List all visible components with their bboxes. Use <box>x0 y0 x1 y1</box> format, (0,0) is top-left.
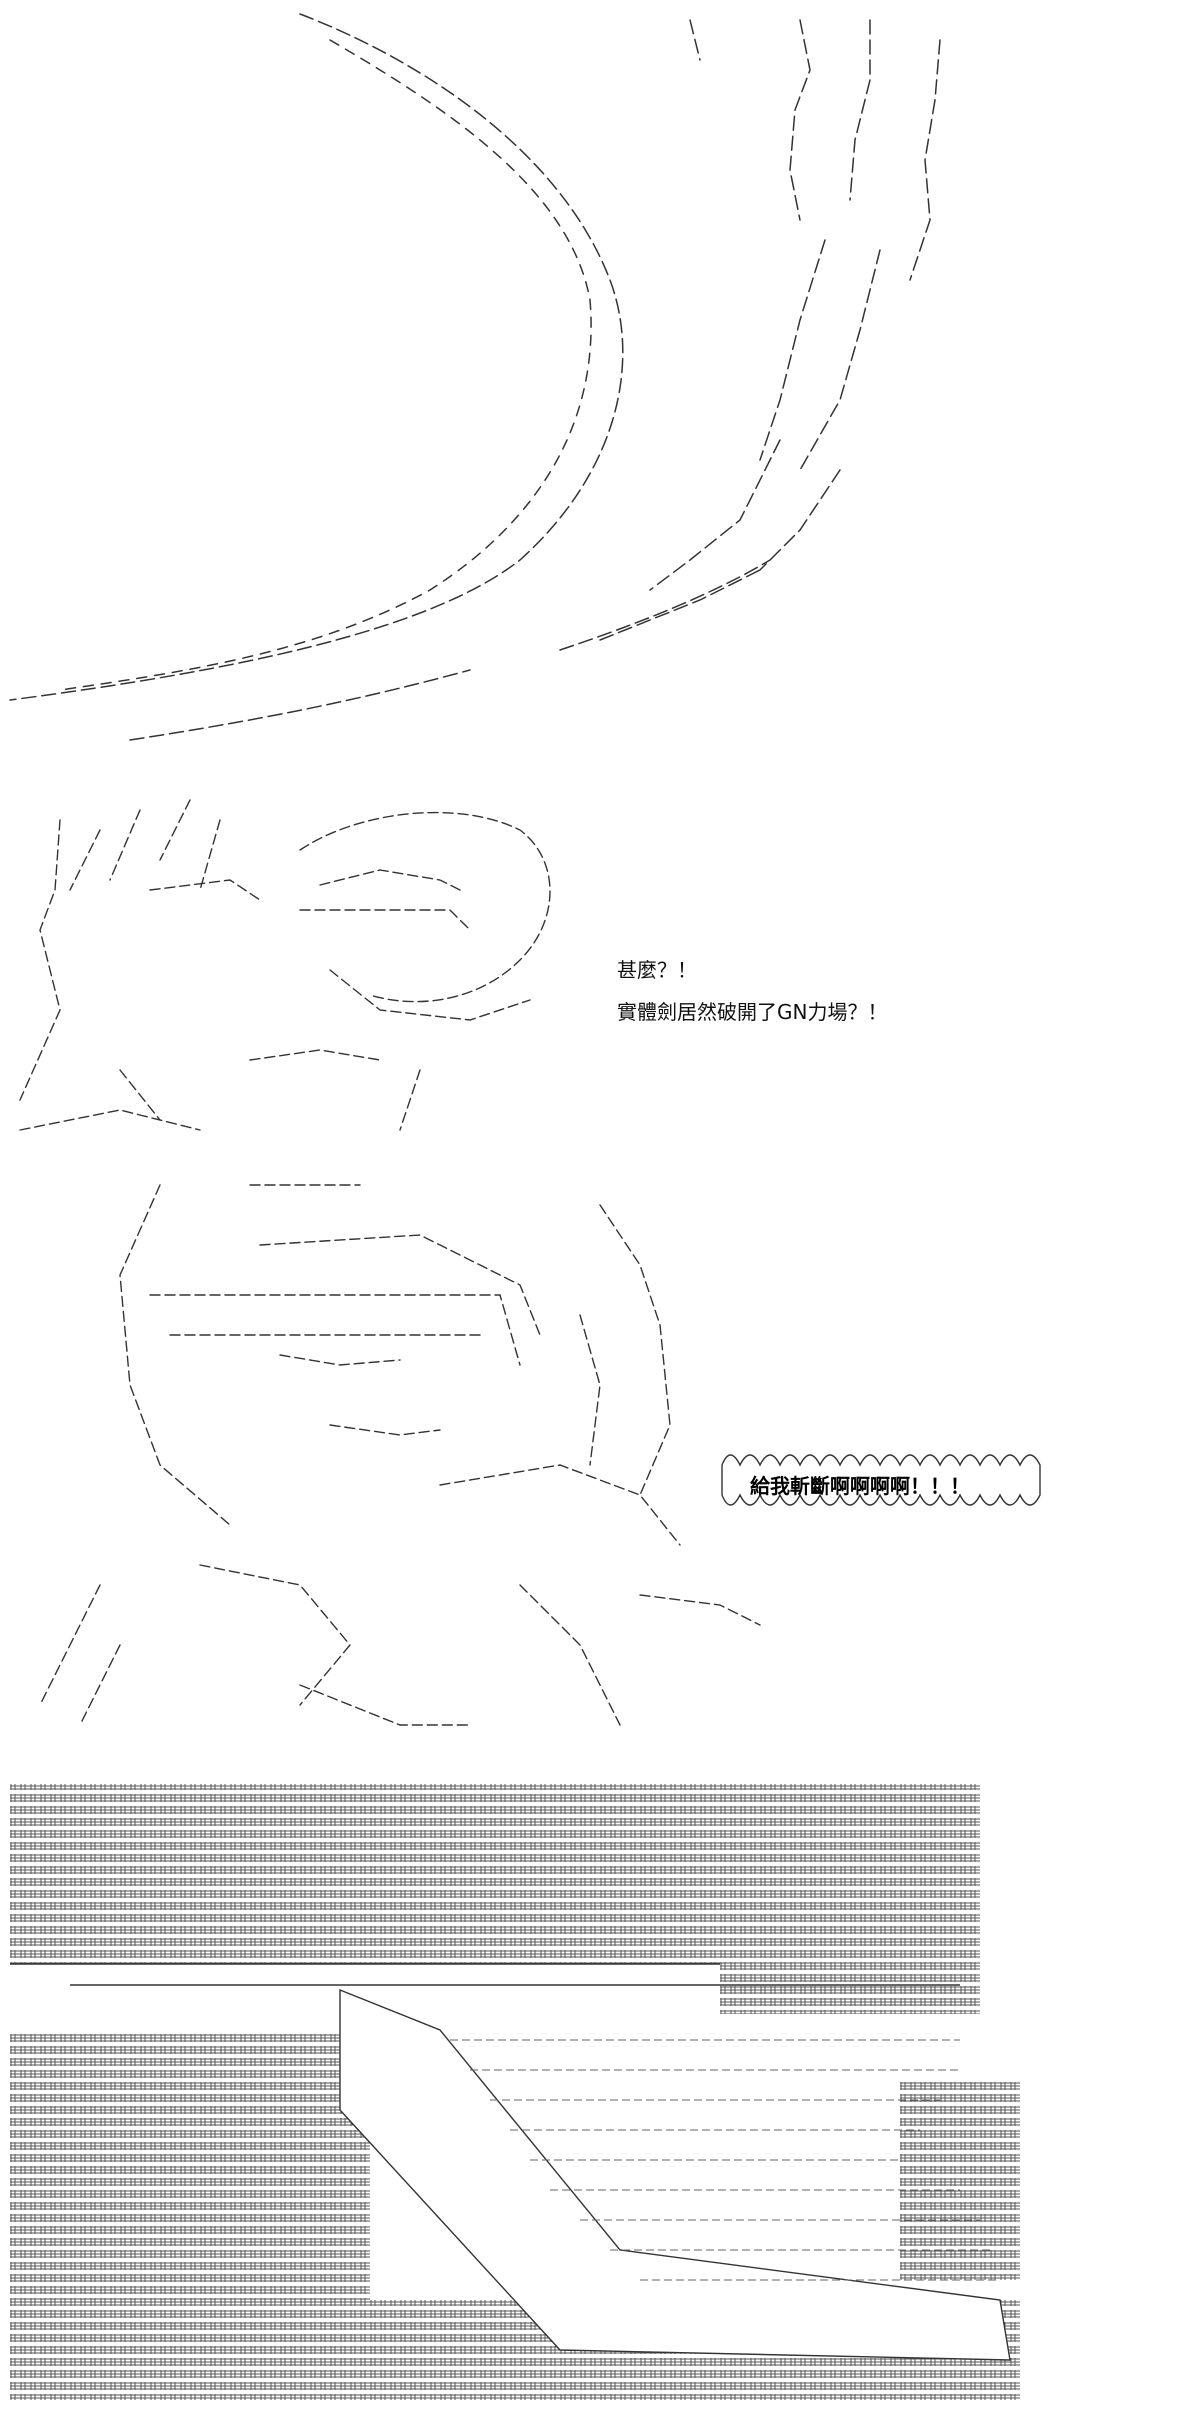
dialogue-gn-field: 實體劍居然破開了GN力場？！ <box>617 1000 888 1024</box>
slash-streak-low <box>129 669 471 741</box>
panel-slash <box>0 0 1200 760</box>
neck-left <box>119 1069 161 1121</box>
collar <box>439 1464 681 1546</box>
hatched-impact-art <box>10 1784 1020 2400</box>
blade-streak-1 <box>559 559 771 651</box>
helmet-outline <box>119 1184 231 1526</box>
blade-stroke-8 <box>759 469 841 571</box>
neck-right <box>399 1069 421 1131</box>
shoulder <box>19 1109 201 1131</box>
panel-impact <box>0 1780 1200 2409</box>
hatch-block-right-upper <box>720 1964 980 2014</box>
shoulder-right <box>639 1594 761 1626</box>
blade-stroke-6 <box>799 249 881 471</box>
shouting-character-art <box>39 1184 1041 1726</box>
slash-edges <box>10 1963 960 1986</box>
chest-left <box>39 1584 101 1706</box>
shout-text: 給我斬斷啊啊啊啊！！！ <box>750 1474 970 1498</box>
hatch-block-top <box>10 1784 980 1964</box>
arm-right <box>519 1584 621 1726</box>
blade-stroke-2 <box>789 19 811 221</box>
blade-streak-2 <box>599 569 761 641</box>
eye-right <box>319 869 461 891</box>
hatch-block-right-lower <box>900 2080 1020 2280</box>
panel-shout: 給我斬斷啊啊啊啊！！！ <box>0 1165 1200 1745</box>
visor-band <box>149 1294 521 1366</box>
blade-stroke-3 <box>849 19 871 201</box>
slash-arc-inner <box>59 39 592 691</box>
chin <box>249 1049 381 1061</box>
head-outline <box>299 811 551 1003</box>
dialogue-what: 甚麼？！ <box>617 958 697 982</box>
slash-arc-outer <box>9 13 624 701</box>
jaw <box>329 969 531 1021</box>
helmet-crest <box>259 1234 541 1336</box>
blade-stroke-5 <box>759 239 826 461</box>
blade-stroke-7 <box>649 439 781 591</box>
chest-plate <box>199 1564 351 1706</box>
slash-speed-lines <box>450 2039 1000 2281</box>
ear-fin-inner <box>579 1314 601 1466</box>
hair-strands <box>69 799 221 891</box>
panel-surprise: 甚麼？！ 實體劍居然破開了GN力場？！ <box>0 770 1200 1150</box>
arm-left <box>79 1644 121 1726</box>
face-left <box>19 819 61 1101</box>
face-closeup-art <box>19 799 551 1131</box>
eye-left <box>149 879 261 901</box>
mouth <box>329 1424 441 1436</box>
ear-fin <box>599 1204 671 1496</box>
slash-art <box>9 13 941 741</box>
body-lower <box>299 1684 471 1726</box>
slash-opening <box>339 1988 1011 2361</box>
visor <box>299 909 471 931</box>
blade-stroke-4 <box>909 39 941 281</box>
shout-bubble-spikes <box>721 1454 1041 1506</box>
eye-mark <box>279 1354 401 1366</box>
blade-stroke-1 <box>689 19 701 61</box>
